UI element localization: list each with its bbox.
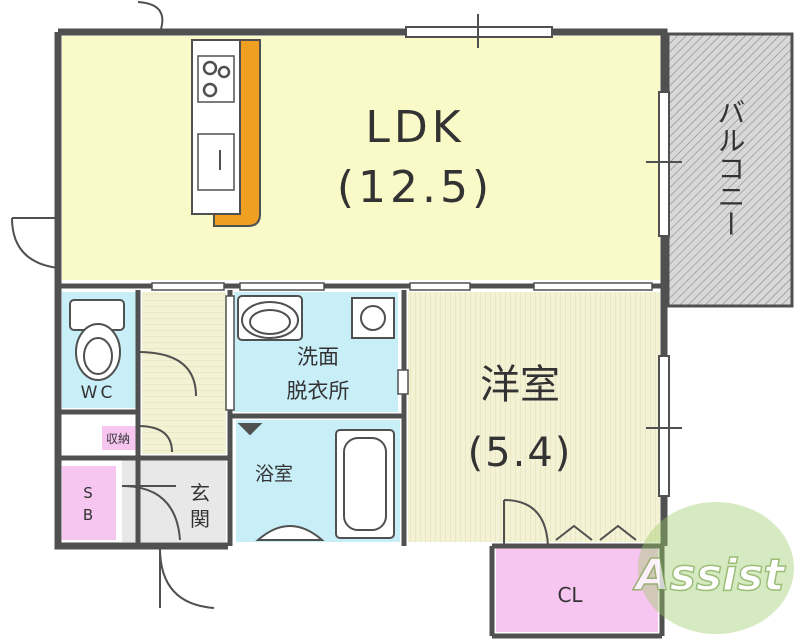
bath-basin-icon [237, 423, 325, 541]
hall-floor [142, 292, 226, 454]
closet-name: CL [557, 583, 583, 607]
bath-name: 浴室 [255, 463, 293, 485]
washing-machine-icon [351, 297, 395, 339]
wash-basin-icon [237, 295, 303, 341]
washroom-line1: 洗面 [297, 345, 339, 369]
sink-icon [197, 133, 235, 191]
balcony-floor [666, 32, 794, 308]
bathtub-icon [335, 429, 395, 539]
stove-icon [197, 55, 235, 103]
western-floor [408, 292, 660, 542]
western-name: 洋室 [480, 362, 560, 408]
storage-name: 収納 [106, 432, 130, 446]
ldk-floor [62, 36, 660, 280]
sb-floor [62, 466, 116, 540]
ldk-size: (12.5) [337, 162, 493, 213]
swing-doors [11, 1, 637, 609]
toilet-icon [69, 299, 125, 381]
kitchen-counter [191, 39, 261, 227]
entrance-line2: 関 [190, 507, 210, 531]
western-size: (5.4) [468, 430, 573, 476]
sb-line2: B [83, 506, 93, 524]
washroom-line2: 脱衣所 [287, 379, 350, 403]
entrance-line1: 玄 [190, 481, 210, 505]
closet-floor [496, 548, 658, 632]
assist-logo: Assist [632, 502, 794, 634]
assist-logo-text: Assist [633, 550, 787, 601]
windows [405, 14, 682, 497]
ldk-name: LDK [365, 102, 464, 153]
storage-floor [102, 426, 136, 450]
sliding-doors [151, 282, 653, 411]
balcony-name: バルコニー [714, 98, 747, 238]
wc-name: WC [81, 383, 116, 403]
sb-line1: S [83, 484, 93, 502]
